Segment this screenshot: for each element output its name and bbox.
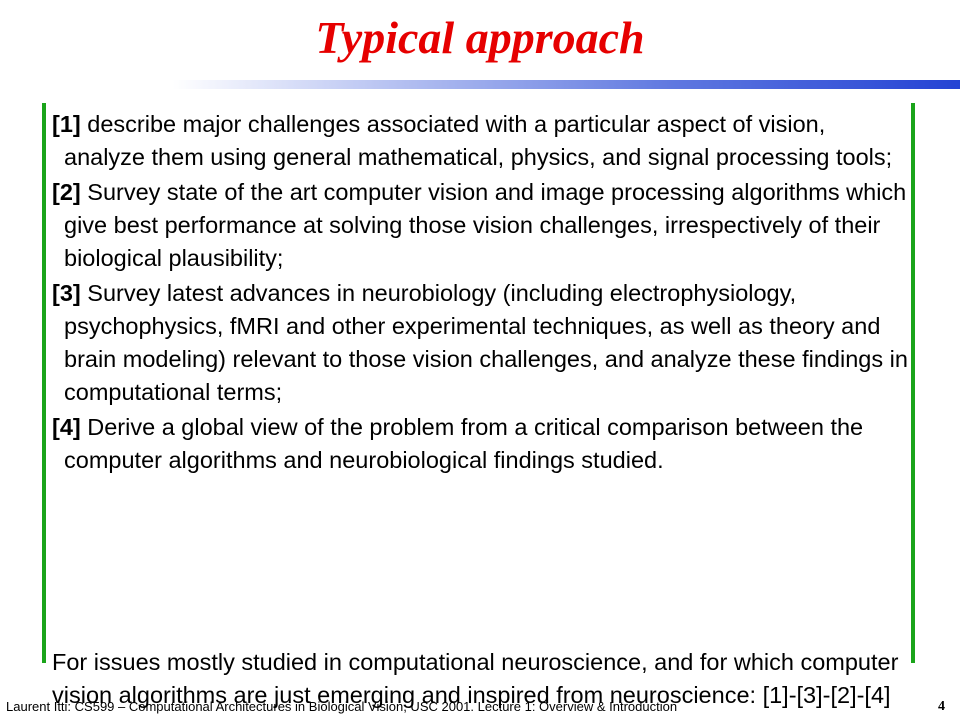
- approach-item-1-tag: [1]: [52, 111, 81, 137]
- approach-item-1: [1] describe major challenges associated…: [52, 108, 912, 174]
- approach-item-3-tag: [3]: [52, 280, 81, 306]
- approach-item-4-text: Derive a global view of the problem from…: [64, 414, 864, 473]
- page-number: 4: [938, 699, 945, 714]
- approach-item-2: [2] Survey state of the art computer vis…: [52, 176, 912, 275]
- approach-item-1-text: describe major challenges associated wit…: [64, 111, 893, 170]
- approach-item-2-tag: [2]: [52, 179, 81, 205]
- left-accent-bar: [42, 103, 46, 663]
- issues-paragraph: For issues mostly studied in computation…: [52, 649, 899, 708]
- slide-title: Typical approach: [315, 12, 645, 63]
- approach-item-4-tag: [4]: [52, 414, 81, 440]
- approach-item-2-text: Survey state of the art computer vision …: [64, 179, 907, 271]
- approach-item-3-text: Survey latest advances in neurobiology (…: [64, 280, 908, 405]
- approach-item-3: [3] Survey latest advances in neurobiolo…: [52, 277, 912, 409]
- approach-item-4: [4] Derive a global view of the problem …: [52, 411, 912, 477]
- right-accent-bar: [911, 103, 915, 663]
- approach-list: [1] describe major challenges associated…: [52, 108, 912, 479]
- title-rule: [0, 80, 960, 89]
- footer-citation: Laurent Itti: CS599 – Computational Arch…: [6, 699, 678, 714]
